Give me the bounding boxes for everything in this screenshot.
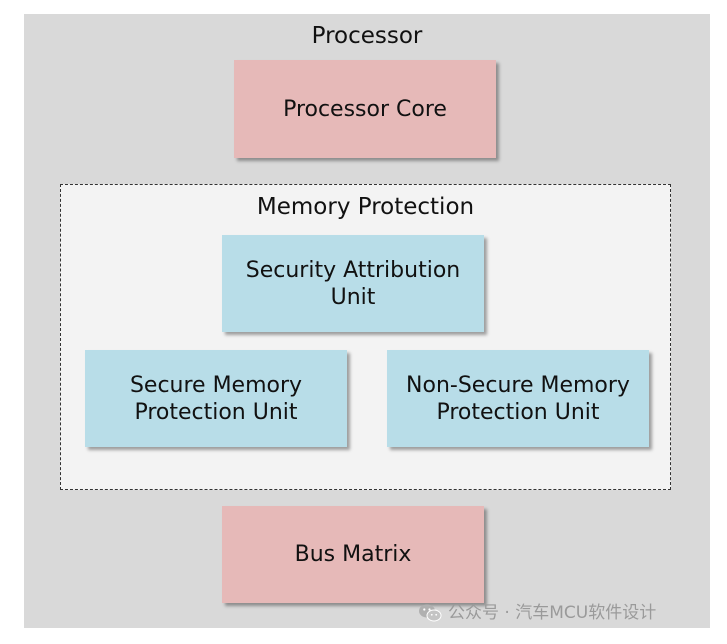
bus-matrix-label: Bus Matrix xyxy=(294,542,412,567)
bus-matrix-box: Bus Matrix xyxy=(222,506,484,603)
processor-title: Processor xyxy=(311,23,423,49)
processor-container: Processor Processor Core Memory Protecti… xyxy=(24,14,710,628)
secure-mpu-box: Secure Memory Protection Unit xyxy=(85,350,347,447)
memory-protection-title: Memory Protection xyxy=(256,194,475,220)
secure-mpu-label-line-1: Secure Memory xyxy=(129,372,303,398)
non-secure-mpu-box: Non-Secure Memory Protection Unit xyxy=(387,350,649,447)
processor-core-label: Processor Core xyxy=(283,96,447,122)
sau-label-line-1: Security Attribution xyxy=(245,257,461,283)
watermark-text: 公众号 · 汽车MCU软件设计 xyxy=(448,603,657,623)
non-secure-mpu-label-line-1: Non-Secure Memory xyxy=(406,372,630,398)
wechat-icon xyxy=(418,603,442,623)
sau-label-line-2: Unit xyxy=(330,284,376,310)
watermark: 公众号 · 汽车MCU软件设计 xyxy=(418,602,656,624)
processor-core-box: Processor Core xyxy=(234,60,496,158)
non-secure-mpu-label-line-2: Protection Unit xyxy=(436,399,600,425)
security-attribution-unit-box: Security Attribution Unit xyxy=(222,235,484,332)
secure-mpu-label-line-2: Protection Unit xyxy=(134,399,298,425)
